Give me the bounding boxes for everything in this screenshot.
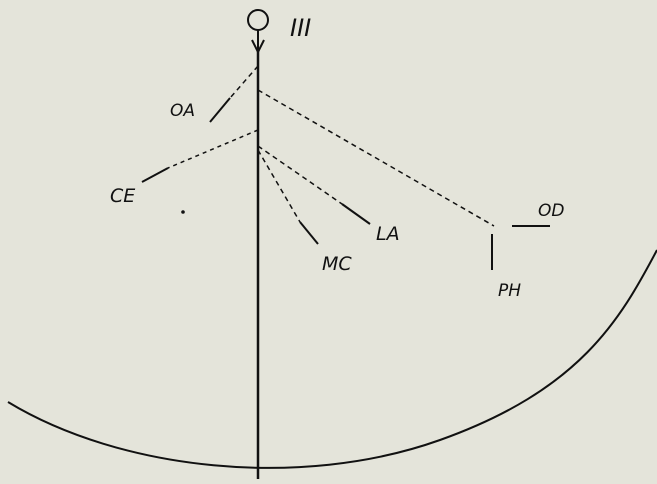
mc-label: MC — [322, 253, 352, 275]
mc-branch-solid — [299, 221, 319, 245]
origin-circle — [247, 9, 269, 31]
ce-branch-solid — [141, 167, 169, 183]
la-branch-solid — [341, 203, 371, 225]
roman-numeral-label: III — [290, 14, 311, 42]
speck-dot — [181, 210, 185, 214]
la-branch-dashed — [257, 145, 343, 205]
ce-label: CE — [110, 185, 135, 207]
oa-branch-dashed — [229, 65, 259, 99]
mc-branch-dashed — [257, 149, 301, 223]
ce-branch-dashed — [167, 129, 259, 169]
ph-branch-dashed — [257, 89, 495, 227]
oa-label: OA — [170, 101, 195, 121]
boundary-arc — [7, 249, 657, 469]
od-label: OD — [538, 201, 564, 221]
oa-branch-solid — [209, 97, 231, 123]
ph-label: PH — [498, 281, 521, 301]
la-label: LA — [376, 223, 400, 245]
